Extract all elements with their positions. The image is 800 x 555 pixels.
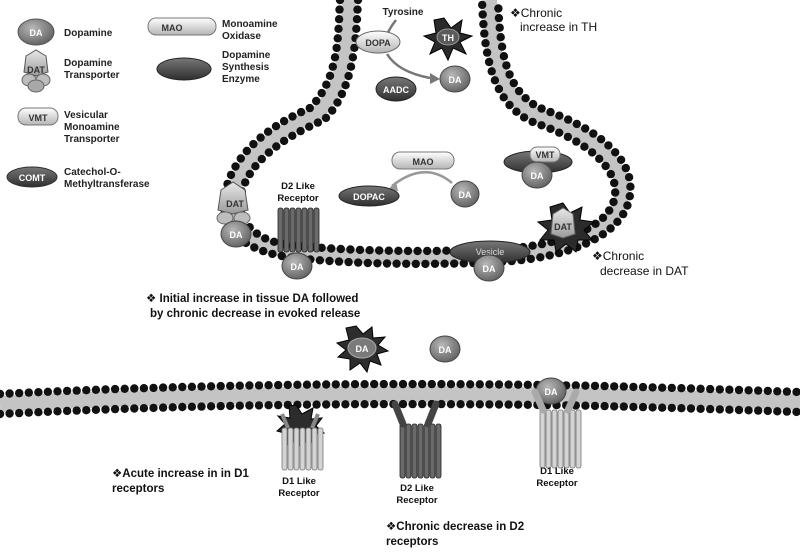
annotation-d1-line2: receptors (112, 483, 164, 495)
legend-dat-icon-label: DAT (27, 65, 45, 75)
dat-left-icon: DAT (216, 181, 251, 225)
annotation-th-line1: ❖Chronic (510, 6, 562, 20)
da-dat-left-label: DA (230, 230, 243, 240)
free-da-icon (429, 335, 461, 363)
free-da-label: DA (439, 345, 452, 355)
legend-vmt-line3: Transporter (64, 134, 120, 145)
legend-comt-line1: Catechol-O- (64, 167, 121, 178)
postsynaptic-membrane-receptors: D1 Like Receptor D2 Like Receptor DA D1 … (275, 377, 582, 506)
legend-da-icon: DA (17, 18, 55, 46)
legend-da-text: Dopamine (64, 28, 113, 39)
dopac-label: DOPAC (353, 192, 385, 202)
d1-right-receptor-line1: D1 Like (540, 466, 574, 477)
presynaptic-terminal: Tyrosine TH DOPA AADC DA MAO DA DOPAC VM… (216, 7, 596, 282)
d1-right-receptor-line2: Receptor (536, 478, 577, 489)
annotation-dat-line1: ❖Chronic (592, 249, 644, 263)
mao-icon (391, 151, 455, 170)
d1-left-receptor-line2: Receptor (278, 488, 319, 499)
legend-vmt-line2: Monoamine (64, 122, 120, 133)
legend-da-icon-label: DA (30, 28, 43, 38)
aadc-enzyme-icon (375, 76, 417, 102)
d1-left-receptor-line1: D1 Like (282, 476, 316, 487)
d2-post-receptor-icon (391, 400, 442, 479)
da-d2-auto-label: DA (291, 262, 304, 272)
vesicle-label: Vesicle (476, 247, 505, 257)
d2-post-receptor-line1: D2 Like (400, 483, 434, 494)
legend-enzyme-icon (156, 57, 212, 81)
annotation-tissue-line1: ❖ Initial increase in tissue DA followed (146, 293, 358, 305)
dopac-icon (338, 185, 400, 207)
legend-mao-icon: MAO (147, 17, 217, 36)
annotation-d2-line2: receptors (386, 536, 438, 548)
legend-vmt-line1: Vesicular (64, 110, 108, 121)
da-vesicle-upper-label: DA (531, 171, 544, 181)
annotations: ❖Chronic increase in TH ❖Chronic decreas… (112, 6, 689, 548)
legend-comt-line2: Methyltransferase (64, 179, 150, 190)
d2-auto-receptor-icon (277, 207, 320, 253)
legend-enzyme-line2: Synthesis (222, 62, 270, 73)
aadc-label: AADC (383, 85, 409, 95)
tyrosine-label: Tyrosine (383, 7, 424, 18)
dopa-icon (355, 30, 401, 54)
legend-enzyme-line3: Enzyme (222, 74, 260, 85)
legend-vmt-icon: VMT (17, 107, 59, 126)
legend-dat-line1: Dopamine (64, 58, 113, 69)
vmt-icon (529, 146, 561, 163)
da-to-dopac-arrow (391, 170, 453, 187)
legend-comt-icon-label: COMT (19, 173, 46, 183)
legend-enzyme-line1: Dopamine (222, 50, 271, 61)
annotation-d1-line1: ❖Acute increase in in D1 (112, 468, 249, 480)
da-synthesized-label: DA (449, 75, 462, 85)
da-vesicle-lower-icon (473, 254, 505, 282)
da-dat-left-icon (220, 220, 252, 248)
legend-vmt-icon-label: VMT (29, 113, 49, 123)
dat-right-label: DAT (554, 222, 572, 232)
synaptic-cleft: DA DA (335, 325, 461, 374)
th-label: TH (442, 33, 454, 43)
d2-auto-receptor-line2: Receptor (277, 193, 318, 204)
d2-auto-receptor-line1: D2 Like (281, 181, 315, 192)
annotation-tissue-line2: by chronic decrease in evoked release (150, 308, 360, 320)
da-d2-auto-icon (281, 252, 313, 280)
legend-dat-line2: Transporter (64, 70, 120, 81)
dopa-to-da-arrow (385, 53, 431, 80)
dat-left-label: DAT (226, 199, 244, 209)
d2-post-receptor-line2: Receptor (396, 495, 437, 506)
dopa-label: DOPA (365, 38, 391, 48)
da-bound-d1-label: DA (545, 387, 558, 397)
released-da-label: DA (356, 344, 369, 354)
da-cytosolic-icon (450, 180, 480, 208)
legend-dat-icon: DAT (21, 49, 51, 93)
da-synthesized-icon (439, 65, 471, 93)
legend-mao-line1: Monoamine (222, 19, 278, 30)
d1-left-receptor-icon (280, 413, 324, 471)
da-cytosolic-label: DA (459, 190, 472, 200)
da-vesicle-upper-icon (521, 161, 553, 189)
legend-comt-icon: COMT (6, 166, 58, 188)
da-vesicle-lower-label: DA (483, 264, 496, 274)
vmt-label: VMT (536, 150, 556, 160)
annotation-dat-line2: decrease in DAT (600, 264, 689, 278)
legend: DA Dopamine DAT Dopamine Transporter VMT… (6, 17, 278, 190)
d1-right-receptor-icon (531, 388, 582, 469)
legend-mao-icon-label: MAO (162, 23, 183, 33)
annotation-d2-line1: ❖Chronic decrease in D2 (386, 521, 524, 533)
annotation-th-line2: increase in TH (520, 20, 597, 34)
legend-mao-line2: Oxidase (222, 31, 261, 42)
membranes (0, 0, 800, 419)
mao-label: MAO (413, 157, 434, 167)
